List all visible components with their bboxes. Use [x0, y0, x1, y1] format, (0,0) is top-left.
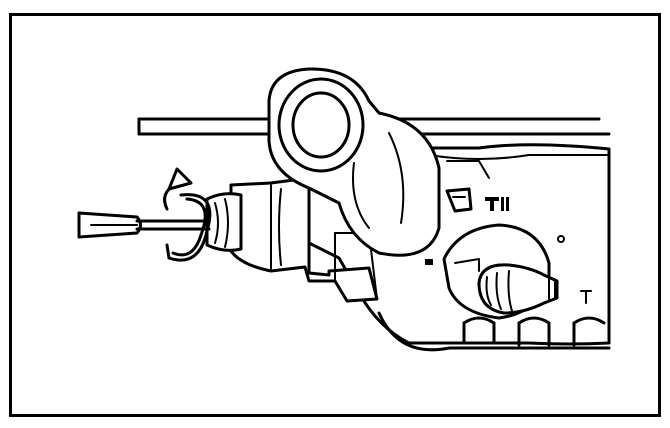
chuck-collar [205, 192, 243, 252]
mode-selector-knob-icon [442, 223, 559, 320]
rotation-arrow-icon [163, 167, 212, 262]
screwdriver-icon [77, 211, 211, 239]
drill-diagram [9, 13, 661, 417]
illustration-frame [9, 13, 661, 417]
side-handle [267, 67, 441, 257]
housing-symbols [425, 187, 592, 304]
